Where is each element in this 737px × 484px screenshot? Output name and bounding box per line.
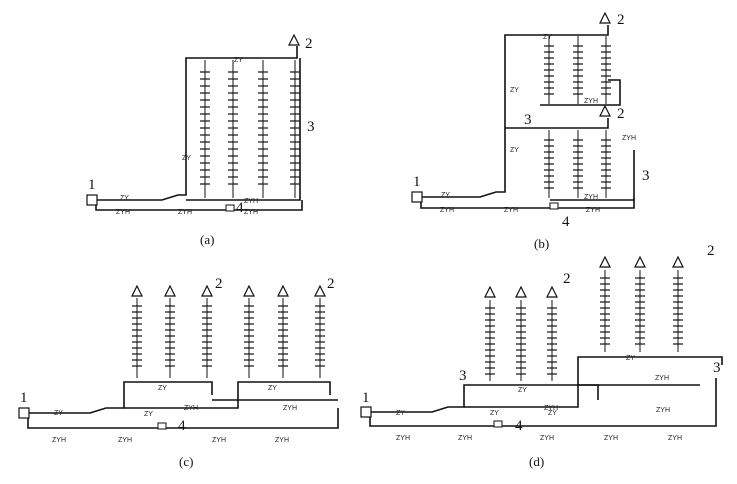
label-zy-b: ZY xyxy=(441,192,450,199)
label-zy-d-5: ZY xyxy=(626,355,635,362)
label-zyh-c-4: ZYH xyxy=(275,437,289,444)
marker-2-d-2: 2 xyxy=(707,243,715,259)
label-zyh-d-6: ZYH xyxy=(544,405,558,412)
label-zyh-b-4: ZYH xyxy=(584,98,598,105)
label-zy-d-4: ZY xyxy=(548,410,557,417)
marker-4-a: 4 xyxy=(236,200,244,216)
label-zyh-d-4: ZYH xyxy=(604,435,618,442)
label-zy-a-riser: ZY xyxy=(182,155,191,162)
label-zyh-b-3: ZYH xyxy=(586,207,600,214)
label-zyh-b-6: ZYH xyxy=(622,135,636,142)
label-zy-b-top: ZY xyxy=(543,34,552,41)
marker-2-d-1: 2 xyxy=(563,271,571,287)
marker-4-d: 4 xyxy=(515,418,523,434)
label-zyh-c-2: ZYH xyxy=(118,437,132,444)
label-zyh-d-2: ZYH xyxy=(458,435,472,442)
label-zyh-b-1: ZYH xyxy=(440,207,454,214)
label-zy-d-3: ZY xyxy=(518,387,527,394)
label-zyh-c-6: ZYH xyxy=(283,405,297,412)
air-vent-c-2 xyxy=(164,285,176,297)
air-vent-d-1 xyxy=(484,286,496,298)
marker-3-a: 3 xyxy=(307,119,315,135)
label-zy-c-1: ZY xyxy=(54,410,63,417)
label-zyh-a-4: ZYH xyxy=(244,198,258,205)
pump-b xyxy=(549,202,559,210)
marker-4-b: 4 xyxy=(562,214,570,230)
marker-1-c: 1 xyxy=(20,390,28,406)
marker-2-c-1: 2 xyxy=(215,276,223,292)
marker-1-b: 1 xyxy=(413,174,421,190)
diagram-d: ZY ZY ZY ZY ZY ZYH ZYH ZYH ZYH ZYH ZYH Z… xyxy=(360,243,723,469)
label-zy-c-4: ZY xyxy=(158,385,167,392)
marker-3-b-left: 3 xyxy=(524,112,532,128)
caption-a: (a) xyxy=(200,232,214,247)
air-vent-d-2 xyxy=(515,286,527,298)
label-zyh-c-1: ZYH xyxy=(52,437,66,444)
label-zy-d-2: ZY xyxy=(490,410,499,417)
label-zyh-d-7: ZYH xyxy=(656,407,670,414)
label-zy-a: ZY xyxy=(120,195,129,202)
label-zyh-b-5: ZYH xyxy=(584,194,598,201)
label-zyh-d-8: ZYH xyxy=(655,375,669,382)
label-zy-c-2: ZY xyxy=(144,411,153,418)
label-zy-b-riser: ZY xyxy=(510,87,519,94)
air-vent-c-5 xyxy=(277,285,289,297)
label-zyh-d-1: ZYH xyxy=(396,435,410,442)
marker-1-a: 1 xyxy=(88,177,96,193)
caption-c: (c) xyxy=(179,454,193,469)
marker-2-c-2: 2 xyxy=(327,276,335,292)
air-vent-a xyxy=(288,34,300,46)
label-zyh-a-3: ZYH xyxy=(244,209,258,216)
marker-2-a: 2 xyxy=(305,36,313,52)
label-zy-a-top: ZY xyxy=(234,57,243,64)
marker-4-c: 4 xyxy=(178,418,186,434)
boiler-b xyxy=(411,191,423,203)
caption-b: (b) xyxy=(534,236,549,251)
marker-2-b-top: 2 xyxy=(617,12,625,28)
caption-d: (d) xyxy=(529,454,544,469)
air-vent-b-mid xyxy=(599,105,611,117)
boiler-d xyxy=(360,406,372,418)
air-vent-c-3 xyxy=(201,285,213,297)
air-vent-c-6 xyxy=(314,285,326,297)
marker-3-b-right: 3 xyxy=(642,168,650,184)
air-vent-d-6 xyxy=(672,256,684,268)
label-zyh-b-2: ZYH xyxy=(504,207,518,214)
marker-2-b-mid: 2 xyxy=(617,106,625,122)
pump-a xyxy=(225,204,235,212)
label-zyh-a-1: ZYH xyxy=(116,209,130,216)
pump-d xyxy=(493,420,503,428)
pump-c xyxy=(157,422,167,430)
label-zy-c-3: ZY xyxy=(268,385,277,392)
marker-1-d: 1 xyxy=(362,390,370,406)
diagram-c: ZY ZY ZY ZY ZYH ZYH ZYH ZYH ZYH ZYH 1 2 … xyxy=(18,276,339,469)
label-zyh-d-3: ZYH xyxy=(540,435,554,442)
air-vent-d-5 xyxy=(634,256,646,268)
air-vent-d-4 xyxy=(599,256,611,268)
label-zyh-a-2: ZYH xyxy=(178,209,192,216)
air-vent-b-top xyxy=(599,12,611,24)
air-vent-d-3 xyxy=(546,286,558,298)
marker-3-d-2: 3 xyxy=(713,360,721,376)
boiler-a xyxy=(86,194,98,206)
label-zy-d-1: ZY xyxy=(396,410,405,417)
label-zyh-d-5: ZYH xyxy=(668,435,682,442)
air-vent-c-4 xyxy=(243,285,255,297)
label-zyh-c-5: ZYH xyxy=(184,405,198,412)
marker-3-d-1: 3 xyxy=(459,368,467,384)
label-zyh-c-3: ZYH xyxy=(212,437,226,444)
diagram-b: ZY ZY ZY ZY ZYH ZYH ZYH ZYH ZYH ZYH 1 2 … xyxy=(411,12,650,251)
diagram-a: ZY ZY ZY ZYH ZYH ZYH ZYH 1 2 3 4 (a) xyxy=(86,34,315,247)
boiler-c xyxy=(18,407,30,419)
label-zy-b-riser2: ZY xyxy=(510,147,519,154)
air-vent-c-1 xyxy=(131,285,143,297)
